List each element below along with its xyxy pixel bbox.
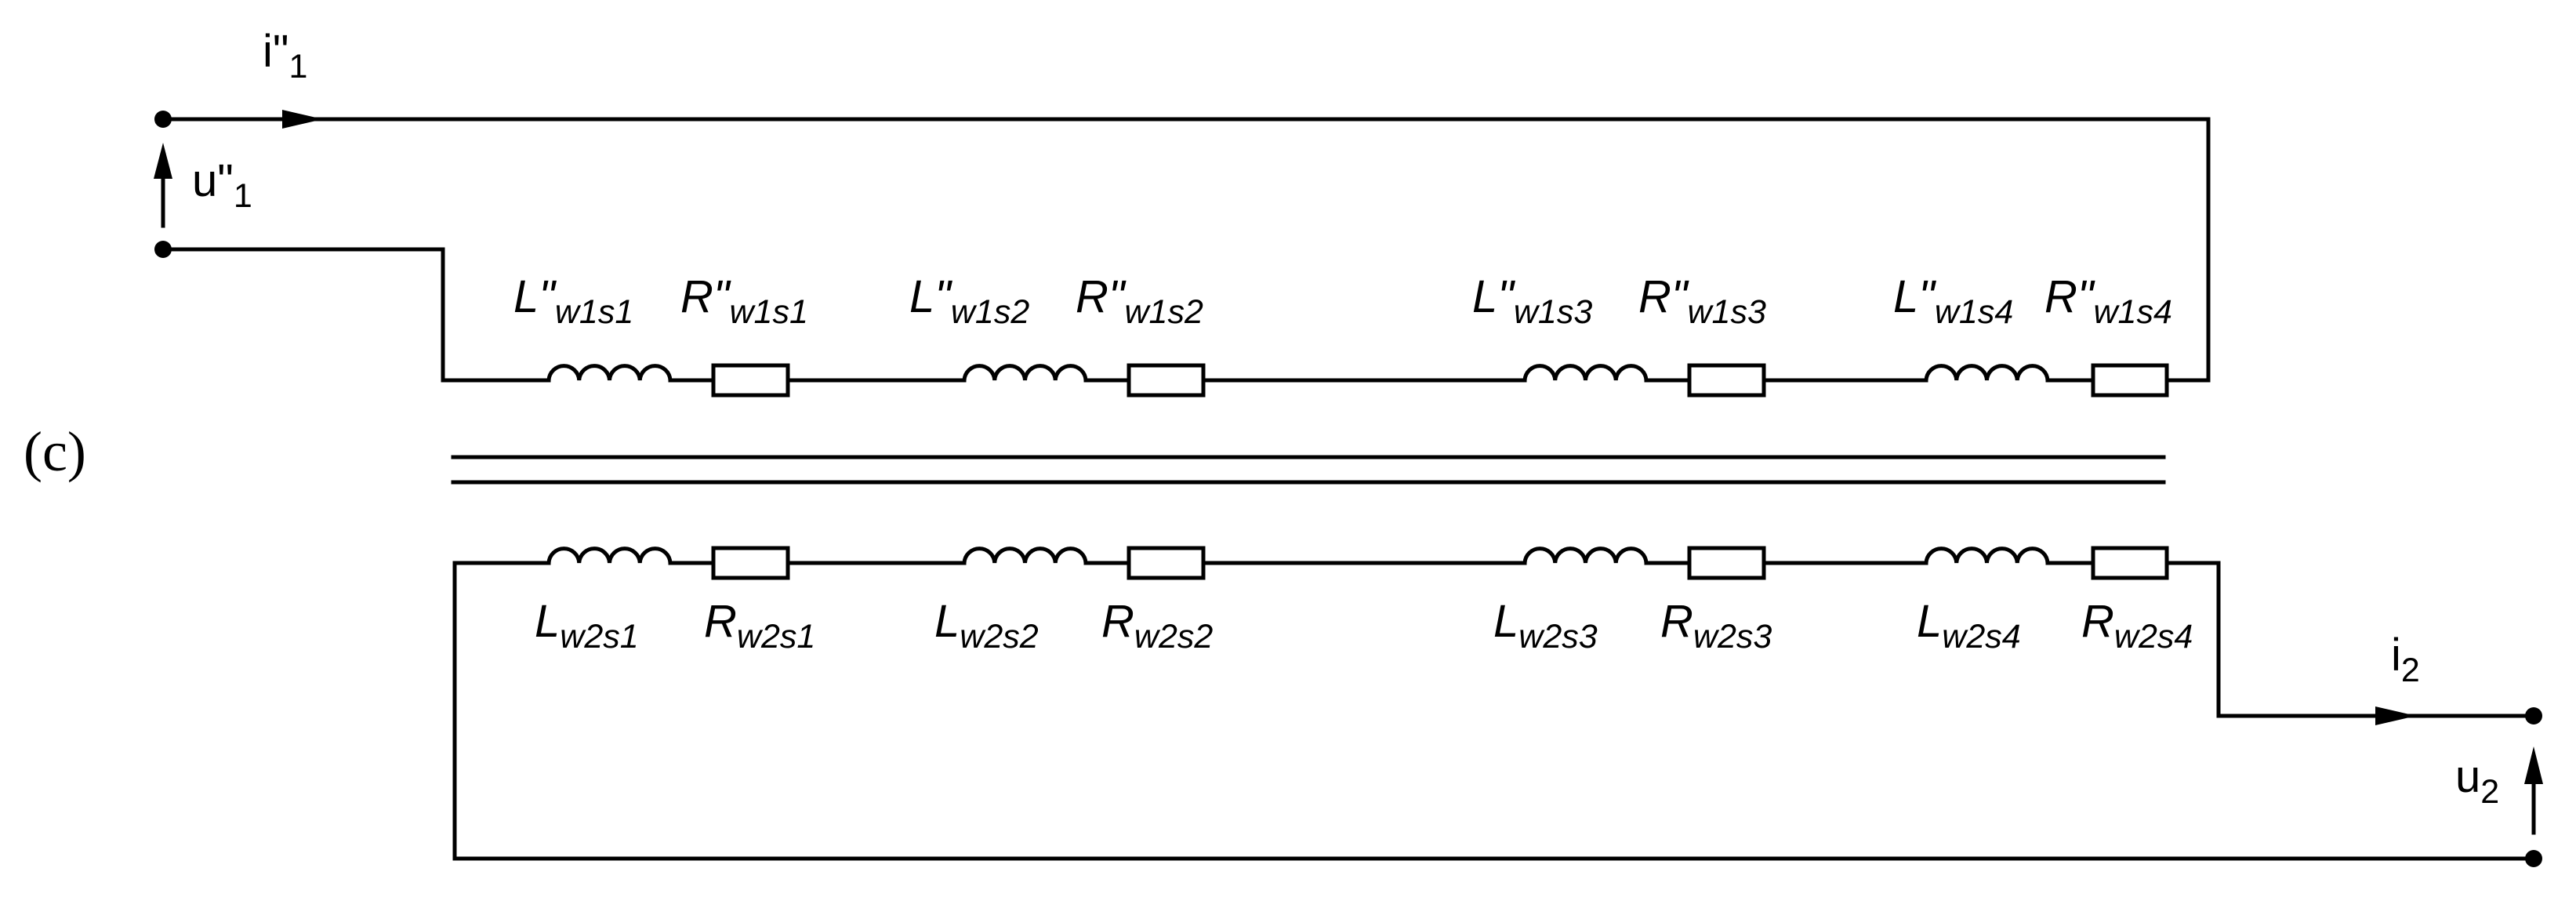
transformer-core — [451, 455, 2166, 485]
resistor-symbol — [1127, 546, 1206, 580]
primary-bottom-terminal — [154, 241, 172, 258]
inductor-symbol — [962, 364, 1088, 381]
secondary-voltage-arrow-icon — [2524, 746, 2543, 784]
primary-inductor-label: L"w1s1 — [513, 271, 633, 331]
secondary-resistor-label: Rw2s1 — [704, 596, 815, 656]
primary-wiring — [161, 117, 2211, 383]
inductor-symbol — [1924, 547, 2050, 564]
inductor-symbol — [546, 364, 673, 381]
inductor-symbol — [546, 547, 673, 564]
primary-current-label: i"1 — [263, 26, 307, 85]
resistor-symbol — [711, 363, 790, 398]
primary-inductors — [546, 364, 2050, 381]
primary-inductor-label: L"w1s3 — [1472, 271, 1592, 331]
primary-resistors — [711, 363, 2169, 398]
secondary-voltage-label: u2 — [2455, 751, 2499, 811]
resistor-symbol — [1127, 363, 1206, 398]
secondary-right-wire — [2164, 561, 2536, 718]
primary-inductor-label: L"w1s2 — [909, 271, 1029, 331]
inductor-symbol — [1522, 364, 1649, 381]
inductor-symbol — [962, 547, 1088, 564]
secondary-current-arrow-icon — [2375, 706, 2416, 725]
inductor-symbol — [1522, 547, 1649, 564]
secondary-inductor-label: Lw2s2 — [934, 596, 1039, 656]
primary-voltage-label: u"1 — [192, 155, 252, 215]
primary-inductor-label: L"w1s4 — [1893, 271, 2013, 331]
primary-resistor-label: R"w1s1 — [680, 271, 808, 331]
primary-top-wire — [161, 117, 2211, 383]
secondary-inductor-label: Lw2s3 — [1493, 596, 1598, 656]
secondary-current-label: i2 — [2391, 630, 2420, 689]
primary-resistor-label: R"w1s3 — [1638, 271, 1766, 331]
resistor-symbol — [1687, 546, 1766, 580]
primary-resistor-label: R"w1s2 — [1076, 271, 1203, 331]
secondary-top-terminal — [2525, 707, 2542, 724]
inductor-symbol — [1924, 364, 2050, 381]
terminals — [154, 111, 2542, 867]
secondary-left-wire — [452, 561, 2536, 861]
secondary-inductor-label: Lw2s1 — [535, 596, 639, 656]
arrows — [154, 110, 2543, 835]
resistor-symbol — [1687, 363, 1766, 398]
secondary-resistor-label: Rw2s3 — [1660, 596, 1772, 656]
secondary-resistor-label: Rw2s4 — [2081, 596, 2193, 656]
primary-resistor-label: R"w1s4 — [2044, 271, 2172, 331]
resistor-symbol — [2091, 363, 2169, 398]
resistor-symbol — [2091, 546, 2169, 580]
primary-voltage-arrow-icon — [154, 143, 172, 179]
primary-top-terminal — [154, 111, 172, 128]
figure-caption: (c) — [24, 420, 86, 483]
secondary-inductor-label: Lw2s4 — [1917, 596, 2021, 656]
resistor-symbol — [711, 546, 790, 580]
secondary-bottom-terminal — [2525, 850, 2542, 867]
secondary-resistors — [711, 546, 2169, 580]
secondary-resistor-label: Rw2s2 — [1101, 596, 1213, 656]
primary-bottom-wire — [161, 247, 551, 383]
primary-current-arrow-icon — [282, 110, 323, 129]
secondary-inductors — [546, 547, 2050, 564]
